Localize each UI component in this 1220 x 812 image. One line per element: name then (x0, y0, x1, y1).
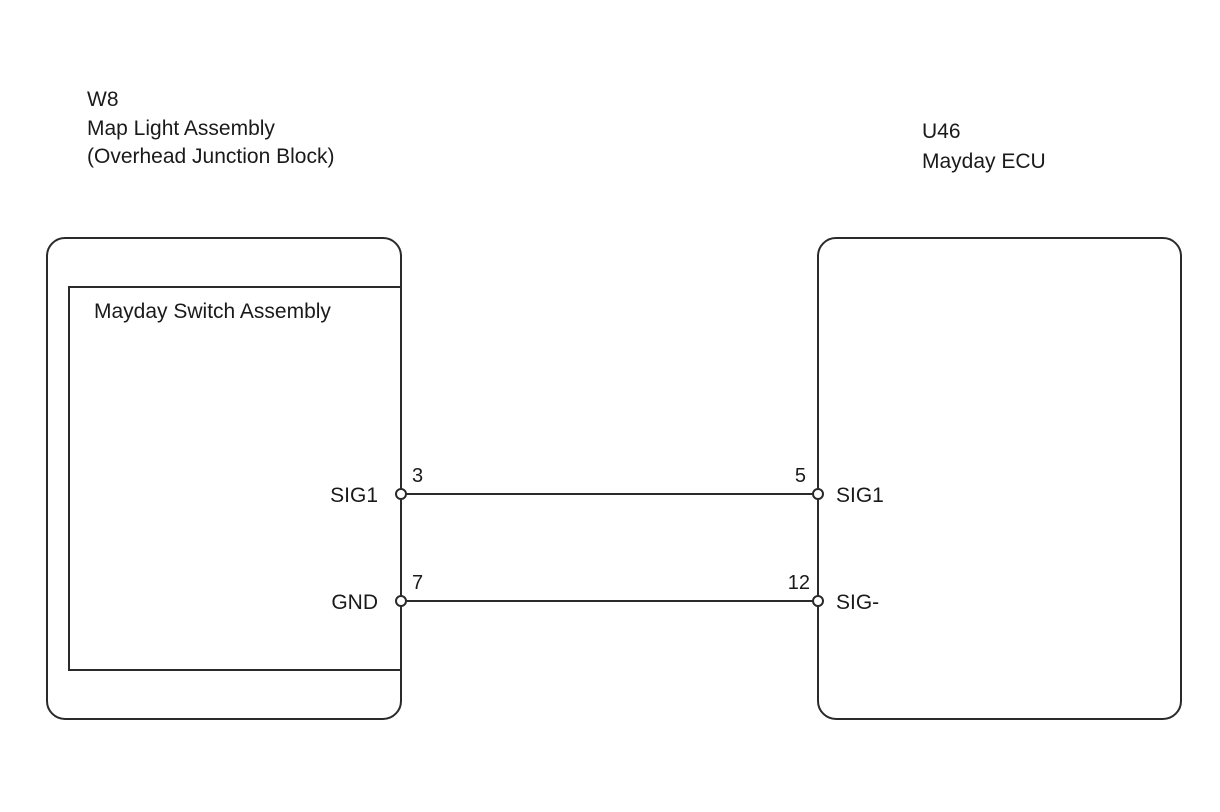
mayday-switch-label: Mayday Switch Assembly (94, 300, 331, 323)
right-pin-number-5: 5 (795, 465, 806, 487)
right-pin-signal-sig-minus: SIG- (836, 591, 879, 614)
right-component-code: U46 (922, 120, 961, 143)
left-terminal-3 (395, 488, 407, 500)
left-pin-signal-gnd: GND (331, 591, 378, 614)
right-component-box (817, 237, 1182, 720)
left-pin-signal-sig1: SIG1 (330, 484, 378, 507)
right-terminal-12 (812, 595, 824, 607)
right-component-name: Mayday ECU (922, 150, 1046, 173)
left-component-subtitle: (Overhead Junction Block) (87, 145, 334, 168)
right-pin-signal-sig1: SIG1 (836, 484, 884, 507)
left-terminal-7 (395, 595, 407, 607)
left-component-name: Map Light Assembly (87, 117, 275, 140)
left-pin-number-7: 7 (412, 572, 423, 594)
mayday-switch-block (68, 286, 402, 671)
left-pin-number-3: 3 (412, 465, 423, 487)
left-component-code: W8 (87, 88, 119, 111)
right-terminal-5 (812, 488, 824, 500)
right-pin-number-12: 12 (788, 572, 810, 594)
